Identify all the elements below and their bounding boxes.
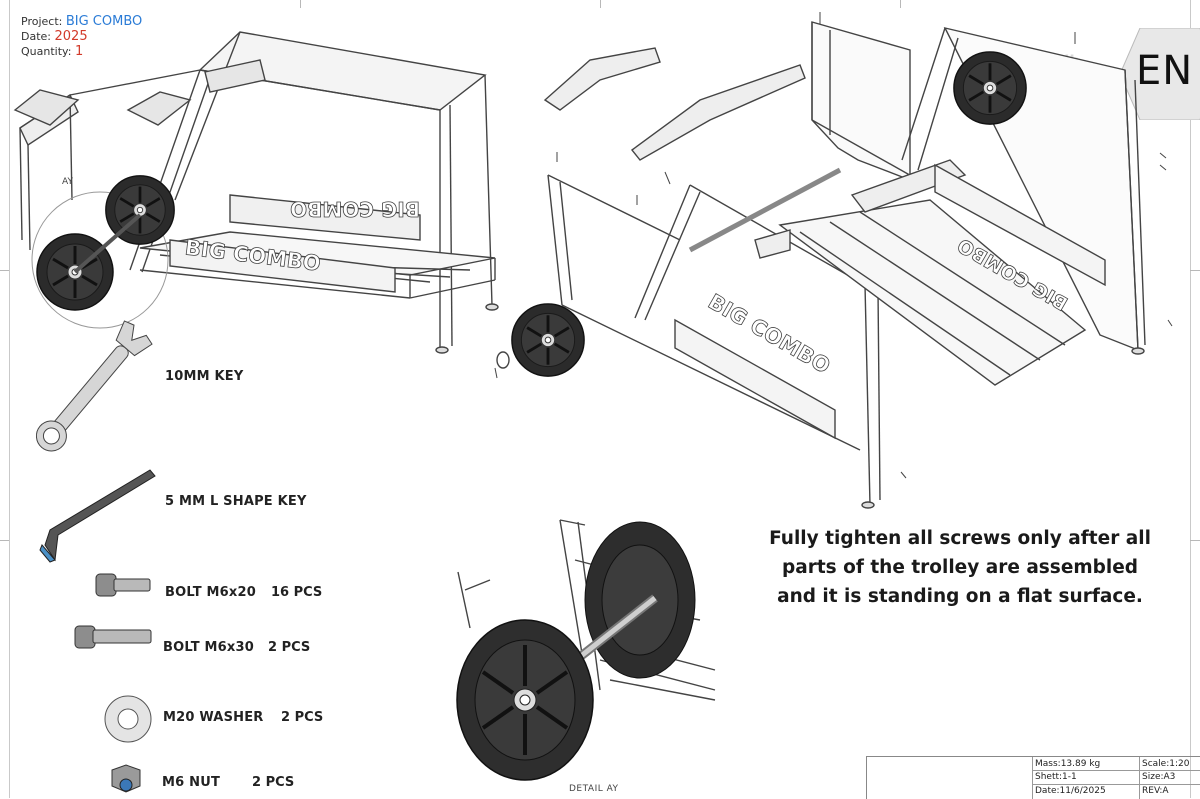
frame-lettering-back: BIG COMBO bbox=[290, 197, 420, 221]
project-info: Project: BIG COMBO Date: 2025 Quantity: … bbox=[21, 14, 142, 59]
assembly-note-line2: parts of the trolley are assembled bbox=[781, 557, 1139, 578]
size-value: Size:A3 bbox=[1142, 772, 1176, 782]
hardware-qty-bolt-m6x30: 2 PCS bbox=[268, 640, 311, 655]
bolt-icon bbox=[95, 573, 151, 597]
zone-tick bbox=[0, 270, 9, 271]
project-key: Project: bbox=[21, 15, 63, 28]
zone-tick bbox=[1190, 270, 1200, 271]
mass-value: Mass:13.89 kg bbox=[1035, 759, 1101, 769]
detail-caption: DETAIL AY bbox=[569, 784, 619, 794]
assembled-trolley-view bbox=[13, 31, 499, 354]
assembly-note: Fully tighten all screws only after all … bbox=[745, 524, 1175, 611]
hardware-qty-bolt-m6x20: 16 PCS bbox=[271, 585, 323, 600]
hardware-label-nut: M6 NUT bbox=[162, 775, 221, 790]
nut-icon bbox=[111, 764, 141, 793]
project-name: BIG COMBO bbox=[65, 14, 143, 29]
title-block-divider bbox=[1032, 784, 1200, 785]
language-badge-hexagon bbox=[1120, 28, 1200, 120]
detail-ay-front-wheel bbox=[456, 619, 594, 781]
sheet-border-right bbox=[1190, 0, 1191, 798]
project-quantity: 1 bbox=[74, 44, 84, 59]
quantity-key: Quantity: bbox=[21, 45, 72, 58]
exploded-trolley-view bbox=[494, 12, 1173, 509]
date-value: Date:11/6/2025 bbox=[1035, 786, 1106, 796]
washer-icon bbox=[104, 695, 152, 743]
assembly-note-line1: Fully tighten all screws only after all bbox=[769, 528, 1151, 549]
wrench-icon bbox=[35, 320, 153, 452]
language-badge[interactable]: EN bbox=[1136, 48, 1194, 94]
title-block: Mass:13.89 kg Scale:1:20 Shett:1-1 Size:… bbox=[866, 756, 1200, 799]
exploded-wheel-rear bbox=[952, 50, 1028, 126]
project-year: 2025 bbox=[54, 29, 88, 44]
zone-tick bbox=[900, 0, 901, 8]
title-block-divider bbox=[1139, 757, 1140, 799]
sheet-border-left bbox=[9, 0, 10, 798]
tool-label-wrench: 10MM KEY bbox=[165, 369, 244, 384]
detail-tag: AY bbox=[62, 177, 73, 187]
hardware-label-bolt-m6x20: BOLT M6x20 bbox=[165, 585, 256, 600]
zone-tick bbox=[0, 540, 9, 541]
detail-circle bbox=[31, 191, 169, 329]
hardware-qty-washer: 2 PCS bbox=[281, 710, 324, 725]
zone-tick bbox=[600, 0, 601, 8]
title-block-divider bbox=[1032, 757, 1033, 799]
exploded-wheel-front bbox=[510, 302, 586, 378]
revision-value: REV:A bbox=[1142, 786, 1169, 796]
zone-tick bbox=[300, 0, 301, 8]
sheet-value: Shett:1-1 bbox=[1035, 772, 1077, 782]
detail-ay-rear-wheel bbox=[584, 521, 696, 679]
tool-label-hex-key: 5 MM L SHAPE KEY bbox=[165, 494, 307, 509]
assembly-note-line3: and it is standing on a flat surface. bbox=[777, 586, 1143, 607]
hardware-label-washer: M20 WASHER bbox=[163, 710, 264, 725]
hardware-label-bolt-m6x30: BOLT M6x30 bbox=[163, 640, 254, 655]
title-block-divider bbox=[1032, 770, 1200, 771]
date-key: Date: bbox=[21, 30, 51, 43]
bolt-long-icon bbox=[74, 625, 152, 649]
scale-value: Scale:1:20 bbox=[1142, 759, 1190, 769]
zone-tick bbox=[1190, 540, 1200, 541]
hardware-qty-nut: 2 PCS bbox=[252, 775, 295, 790]
hex-key-icon bbox=[39, 469, 156, 563]
